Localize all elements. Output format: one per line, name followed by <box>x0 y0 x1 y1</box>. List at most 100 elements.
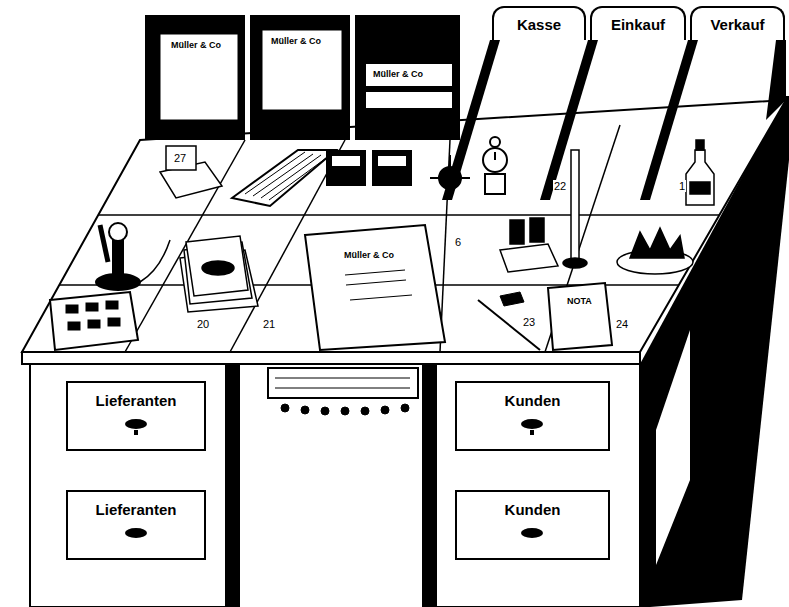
drawer: Lieferanten <box>66 381 206 451</box>
callout-number: 23 <box>522 316 536 328</box>
letter-sheet <box>305 225 445 350</box>
phone-receiver <box>100 225 108 262</box>
tray-tab: Kasse <box>492 6 586 40</box>
drawer-handle <box>134 430 138 435</box>
callout-number: 22 <box>553 180 567 192</box>
drawer-handle <box>125 419 147 429</box>
inkstand <box>430 137 507 200</box>
callout-number: 20 <box>196 318 210 330</box>
callout-number: 1 <box>678 180 686 192</box>
tray-label <box>366 64 452 86</box>
callout-number: 27 <box>173 152 187 164</box>
notepad-group <box>478 283 612 350</box>
letter-text-line <box>345 270 405 275</box>
calendar <box>160 146 222 198</box>
card-boxes <box>326 150 412 186</box>
left-pedestal <box>30 364 226 607</box>
bottle-cap <box>696 140 704 150</box>
tray-tab: Verkauf <box>690 6 785 40</box>
drawer-handle <box>530 430 534 435</box>
intercom-box <box>50 292 138 350</box>
card-box <box>326 150 366 186</box>
typewriter-key <box>281 404 289 412</box>
clock-ring <box>490 137 500 147</box>
sponge-dish <box>617 228 693 274</box>
clock-face <box>483 148 507 172</box>
card-box-lid <box>332 156 360 166</box>
drawer-handle <box>521 528 543 538</box>
tab-label: Kasse <box>517 16 561 33</box>
typewriter <box>268 368 418 415</box>
bottle-label <box>690 182 710 194</box>
callout-number: 24 <box>615 318 629 330</box>
tube-base <box>563 258 587 268</box>
intercom <box>50 292 138 350</box>
callout-number: 21 <box>262 318 276 330</box>
drawer: Kunden <box>455 381 610 451</box>
printed-label: Müller & Co <box>170 40 222 50</box>
printed-label: Müller & Co <box>343 250 395 260</box>
typewriter-key <box>321 407 329 415</box>
printed-label: NOTA <box>566 296 593 306</box>
letter-trays <box>145 15 460 140</box>
stamp <box>510 220 524 244</box>
tab-label: Einkauf <box>611 16 665 33</box>
pen-rack-base <box>232 150 336 206</box>
stamp-base <box>500 244 558 272</box>
typewriter-body <box>268 368 418 398</box>
divider <box>540 40 598 200</box>
typewriter-key <box>341 407 349 415</box>
drawer-handle <box>521 419 543 429</box>
tray <box>250 15 350 140</box>
typewriter-key <box>401 404 409 412</box>
glue-bottle <box>686 140 714 205</box>
paper-stack <box>180 236 258 312</box>
drawer-handles <box>125 419 543 538</box>
card-box-lid <box>378 156 406 166</box>
intercom-button <box>88 320 100 328</box>
compartment-dividers <box>442 40 786 200</box>
stack-sheet <box>186 236 248 296</box>
printed-label: Müller & Co <box>372 69 424 79</box>
tray <box>355 15 460 140</box>
intercom-button <box>108 318 120 326</box>
letter-paper <box>305 225 445 350</box>
stamp-rack <box>500 150 587 272</box>
right-pedestal <box>436 364 640 607</box>
side-panel-window <box>656 330 690 565</box>
intercom-button <box>106 301 118 309</box>
calendar-card <box>166 146 196 170</box>
drawer: Lieferanten <box>66 490 206 560</box>
phone-mouthpiece <box>109 223 127 241</box>
card-box <box>372 150 412 186</box>
tray-paper <box>366 92 452 108</box>
pen <box>261 155 321 198</box>
clock-base <box>485 174 505 194</box>
pen <box>478 300 540 350</box>
drawer-handle <box>125 528 147 538</box>
kneehole-shadow <box>422 364 436 607</box>
typewriter-carriage <box>275 388 410 389</box>
drawer: Kunden <box>455 490 610 560</box>
bottle-body <box>686 150 714 205</box>
tray-paper <box>262 30 342 110</box>
intercom-button <box>86 303 98 311</box>
tray-paper <box>160 34 238 120</box>
inkstand-spike <box>430 177 470 179</box>
pen-tag <box>500 292 524 306</box>
grid-line <box>98 214 719 216</box>
desk-front-edge <box>22 352 640 364</box>
typewriter-key <box>301 406 309 414</box>
divider <box>766 40 786 120</box>
printed-label: Müller & Co <box>270 36 322 46</box>
drawer-label: Kunden <box>505 501 561 518</box>
drawer-label: Kunden <box>505 392 561 409</box>
stamp <box>530 218 544 242</box>
callout-number: 6 <box>454 236 462 248</box>
letter-text-line <box>346 280 406 285</box>
sponge <box>630 228 684 258</box>
drawer-label: Lieferanten <box>96 392 177 409</box>
intercom-button <box>68 322 80 330</box>
intercom-button <box>66 305 78 313</box>
letter-text-line <box>350 295 412 300</box>
